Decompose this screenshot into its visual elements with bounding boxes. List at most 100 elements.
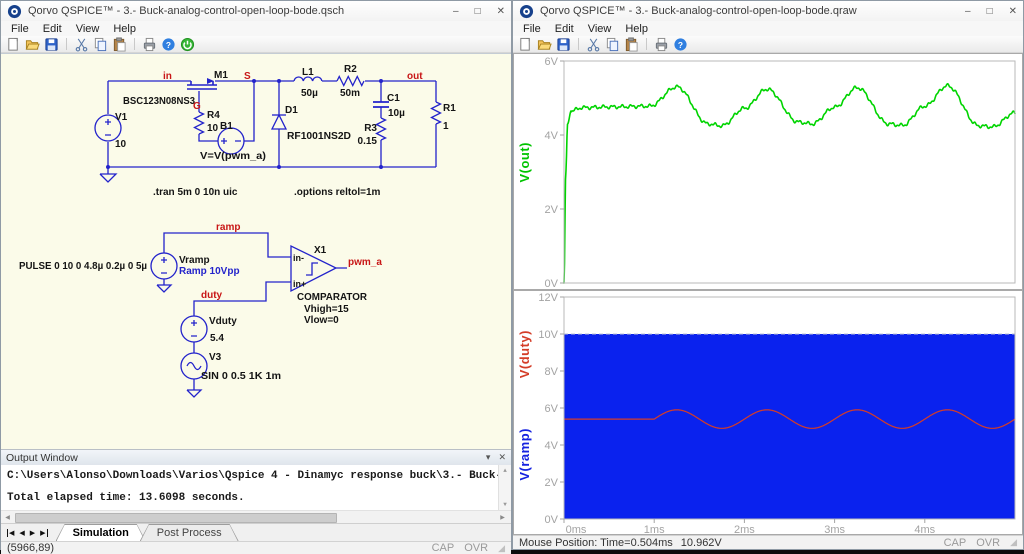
diode-d1[interactable] [270,113,288,130]
resistor-r1[interactable] [430,101,443,125]
c1-value[interactable]: 10µ [388,108,405,119]
net-label-out[interactable]: out [407,71,423,82]
b1-label[interactable]: B1 [220,121,233,132]
scroll-down-icon[interactable]: ▼ [503,501,507,508]
resistor-r2[interactable] [336,75,365,87]
net-label-ramp[interactable]: ramp [216,222,240,233]
voltage-source-vduty[interactable] [180,315,208,343]
maximize-icon[interactable]: □ [474,5,481,17]
vramp-pulse-value[interactable]: PULSE 0 10 0 4.8µ 0.2µ 0 5µ [19,261,147,272]
c1-label[interactable]: C1 [387,93,400,104]
cut-icon[interactable] [586,37,601,52]
inductor-l1[interactable] [293,76,323,82]
r2-value[interactable]: 50m [340,88,360,99]
net-label-s[interactable]: S [244,71,251,82]
r2-label[interactable]: R2 [344,64,357,75]
menu-edit[interactable]: Edit [42,22,62,35]
save-icon[interactable] [44,37,59,52]
schematic-canvas[interactable]: in M1 S BSC123N08NS3 G R4 10 B1 V=V(pwm_… [1,53,511,449]
open-folder-icon[interactable] [537,37,552,52]
m1-model-label[interactable]: BSC123N08NS3 [123,96,195,107]
paste-icon[interactable] [624,36,639,52]
b1-value[interactable]: V=V(pwm_a) [200,151,266,162]
scroll-left-icon[interactable]: ◀ [5,514,10,521]
net-label-in[interactable]: in [163,71,172,82]
vertical-scrollbar[interactable]: ▲▼ [498,465,511,510]
resize-grip[interactable]: ◢ [1010,537,1017,547]
next-tab-icon[interactable]: ▶ [29,529,36,537]
y-axis-label-vramp[interactable]: V(ramp) [517,428,532,481]
new-file-icon[interactable] [518,37,533,52]
vramp-comment[interactable]: Ramp 10Vpp [179,266,240,277]
open-folder-icon[interactable] [25,37,40,52]
vramp-label[interactable]: Vramp [179,255,210,266]
scrollbar-thumb[interactable] [15,513,337,523]
d1-label[interactable]: D1 [285,105,298,116]
menu-edit[interactable]: Edit [554,22,574,35]
comparator-label[interactable]: COMPARATOR [297,292,368,303]
ground-symbol[interactable] [186,385,203,398]
r1-value[interactable]: 1 [443,121,449,132]
close-icon[interactable]: ✕ [496,5,505,17]
menu-view[interactable]: View [75,22,100,35]
v3-value[interactable]: SIN 0 0.5 1K 1m [201,371,281,382]
cut-icon[interactable] [74,37,89,52]
menu-file[interactable]: File [11,22,29,35]
vduty-value[interactable]: 5.4 [210,333,224,344]
l1-value[interactable]: 50µ [301,88,318,99]
behavioral-source-b1[interactable] [217,127,245,155]
new-file-icon[interactable] [6,37,21,52]
y-axis-label-vduty[interactable]: V(duty) [517,330,532,379]
net-label-duty[interactable]: duty [201,290,223,301]
close-icon[interactable]: ✕ [1008,5,1017,17]
first-tab-icon[interactable]: ◀ [7,528,15,537]
r4-value[interactable]: 10 [207,123,219,134]
run-simulation-icon[interactable] [180,37,195,52]
v3-label[interactable]: V3 [209,352,222,363]
voltage-source-v1[interactable] [94,114,122,142]
resistor-r3[interactable] [375,117,388,141]
capacitor-c1[interactable] [373,101,389,108]
waveform-titlebar[interactable]: Qorvo QSPICE™ - 3.- Buck-analog-control-… [513,1,1023,21]
options-directive[interactable]: .options reltol=1m [294,187,381,198]
ground-symbol[interactable] [156,284,173,293]
resize-grip[interactable]: ◢ [498,542,505,553]
last-tab-icon[interactable]: ▶ [40,528,48,537]
m1-label[interactable]: M1 [214,70,228,81]
print-icon[interactable] [142,37,157,52]
minimize-icon[interactable]: – [453,5,459,17]
horizontal-scrollbar[interactable]: ◀ ▶ [1,510,511,523]
tab-post-process[interactable]: Post Process [140,524,239,541]
output-window-header[interactable]: Output Window ▾ ✕ [1,449,511,465]
r3-label[interactable]: R3 [364,123,377,134]
output-console[interactable]: C:\Users\Alonso\Downloads\Varios\Qspice … [1,465,511,510]
d1-model-label[interactable]: RF1001NS2D [287,131,351,142]
menu-help[interactable]: Help [113,22,136,35]
minimize-icon[interactable]: – [965,5,971,17]
help-icon[interactable]: ? [161,37,176,52]
l1-label[interactable]: L1 [302,67,314,78]
voltage-source-v3[interactable] [180,352,208,380]
scroll-right-icon[interactable]: ▶ [500,514,505,521]
maximize-icon[interactable]: □ [986,5,993,17]
mosfet-m1[interactable] [187,78,217,90]
net-label-g[interactable]: G [193,101,201,112]
copy-icon[interactable] [93,37,108,52]
vduty-label[interactable]: Vduty [209,316,237,327]
prev-tab-icon[interactable]: ◀ [19,529,25,537]
print-icon[interactable] [654,37,669,52]
net-label-pwm-a[interactable]: pwm_a [348,257,382,268]
menu-help[interactable]: Help [625,22,648,35]
schematic-titlebar[interactable]: Qorvo QSPICE™ - 3.- Buck-analog-control-… [1,1,511,21]
menu-file[interactable]: File [523,22,541,35]
v1-value[interactable]: 10 [115,139,127,150]
r1-label[interactable]: R1 [443,103,456,114]
v1-label[interactable]: V1 [115,112,128,123]
ground-symbol[interactable] [99,167,118,183]
resistor-r4[interactable] [193,111,206,135]
voltage-source-vramp[interactable] [150,252,178,280]
wires[interactable] [107,80,437,385]
